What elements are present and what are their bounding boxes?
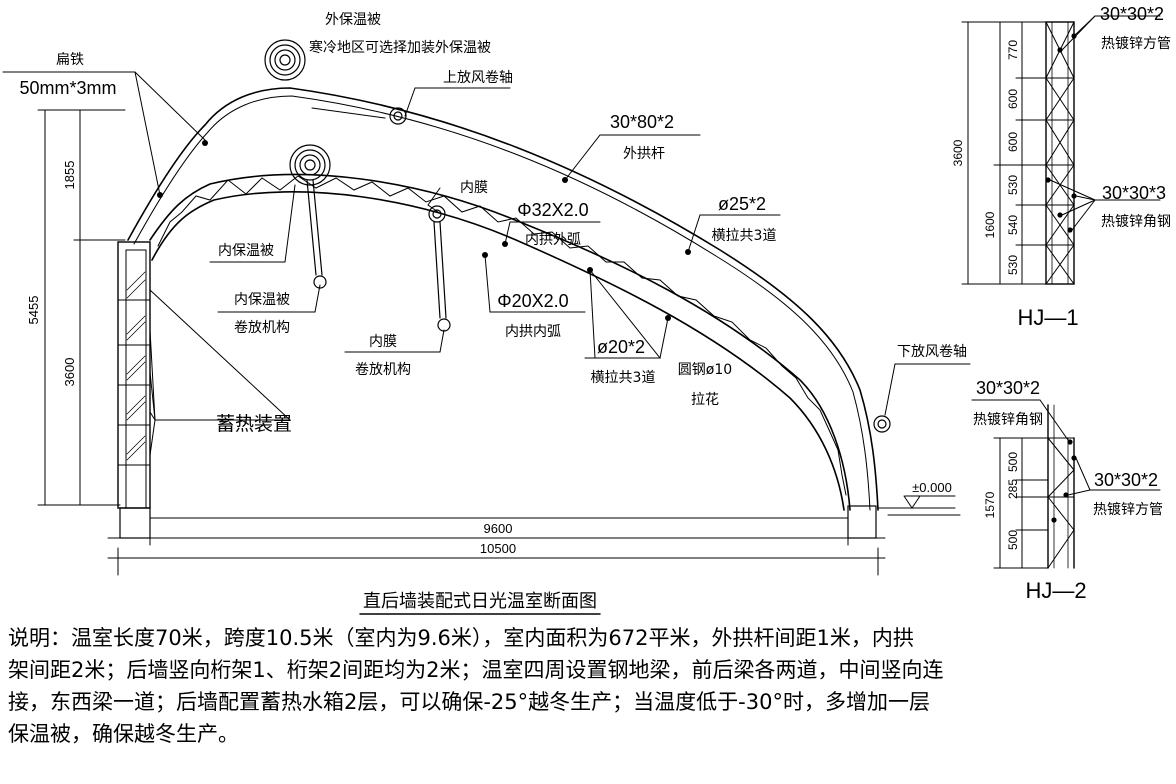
hj2-top-size: 30*30*2: [976, 378, 1040, 398]
inner-truss-lattice: [157, 175, 847, 496]
hj1-dim-sub: 1600: [983, 211, 997, 238]
dim-upper-height: 1855: [62, 161, 77, 190]
heat-storage-hatch: [126, 271, 146, 461]
back-footing: [119, 507, 151, 539]
label-flat-iron: 扁铁: [56, 52, 84, 68]
outer-arch: [127, 87, 879, 511]
drawing-title: 直后墙装配式日光温室断面图: [363, 591, 597, 612]
label-lower-vent-roller: 下放风卷轴: [897, 344, 967, 360]
hj2-name: HJ—2: [1025, 578, 1086, 603]
front-footing: [847, 505, 877, 539]
hj1-name: HJ—1: [1017, 305, 1078, 330]
hj2-truss: [971, 399, 1161, 569]
inner-quilt-roller-icon: [289, 144, 331, 186]
label-outer-arch-size: 30*80*2: [610, 112, 674, 132]
hj1-dim-d: 530: [1006, 175, 1020, 195]
hj1-top-material: 热镀锌方管: [1101, 35, 1171, 52]
label-heat-storage: 蓄热装置: [216, 413, 292, 435]
label-outer-arch: 外拱杆: [623, 146, 665, 162]
label-elevation: ±0.000: [912, 480, 952, 495]
dim-total-height: 5455: [26, 296, 41, 325]
upper-vent-roller-icon: [389, 107, 407, 125]
hj1-dim-c: 600: [1006, 132, 1020, 152]
label-tie-rod-b-size: ø20*2: [597, 337, 645, 357]
label-outer-quilt: 外保温被: [325, 12, 381, 28]
hj1-dim-a: 770: [1006, 40, 1020, 60]
hj2-dim-total: 1570: [983, 491, 997, 518]
hj1-mid-material: 热镀锌角钢: [1101, 213, 1171, 230]
leader-lines: [2, 71, 971, 509]
label-inner-arch-inner-size: Φ20X2.0: [497, 291, 568, 311]
hj1-dim-b: 600: [1006, 89, 1020, 109]
inner-film-roller-icon: [428, 205, 446, 223]
dim-wall-height: 3600: [62, 358, 77, 387]
label-inner-quilt: 内保温被: [218, 243, 274, 259]
description-notes: 说明：温室长度70米，跨度10.5米（室内为9.6米），室内面积为672平米，外…: [8, 622, 1168, 750]
label-inner-arch-inner: 内拱内弧: [505, 324, 561, 340]
notes-line-4: 保温被，确保越冬生产。: [8, 722, 239, 746]
hj1-dim-e: 540: [1006, 215, 1020, 235]
label-flat-iron-size: 50mm*3mm: [19, 78, 116, 98]
back-wall-frame: [117, 241, 151, 509]
hj2-right-size: 30*30*2: [1094, 470, 1158, 490]
label-tie-rod-b: 横拉共3道: [591, 370, 656, 386]
label-tie-rod-a: 横拉共3道: [712, 228, 777, 244]
dimension-lines: [37, 109, 886, 615]
notes-line-2: 架间距2米；后墙竖向桁架1、桁架2间距均为2米；温室四周设置钢地梁，前后梁各两道…: [8, 658, 944, 682]
hj2-top-material: 热镀锌角钢: [973, 411, 1043, 428]
outer-arch-inner-line: [133, 95, 871, 511]
label-inner-film: 内膜: [460, 180, 488, 196]
label-inner-arch-outer: 内拱外弧: [525, 232, 581, 248]
notes-line-1: 说明：温室长度70米，跨度10.5米（室内为9.6米），室内面积为672平米，外…: [8, 626, 914, 650]
hj1-dim-total: 3600: [951, 139, 965, 166]
label-outer-quilt-note: 寒冷地区可选择加装外保温被: [309, 39, 491, 56]
label-inner-film-roller-2: 卷放机构: [355, 362, 411, 378]
hj1-mid-size: 30*30*3: [1102, 183, 1166, 203]
inner-arch-inner-curve: [151, 191, 845, 511]
hj1-top-size: 30*30*2: [1100, 4, 1164, 24]
label-tie-rod-a-size: ø25*2: [718, 194, 766, 214]
dim-total-span: 10500: [480, 541, 516, 556]
hj2-dim-a: 500: [1006, 452, 1020, 472]
hj1-truss: [961, 15, 1161, 285]
lower-vent-roller-icon: [873, 415, 891, 433]
hj2-right-material: 热镀锌方管: [1093, 501, 1163, 518]
notes-line-3: 接，东西梁一道；后墙配置蓄热水箱2层，可以确保-25°越冬生产；当温度低于-30…: [8, 690, 930, 714]
label-inner-film-roller-1: 内膜: [369, 334, 397, 350]
label-inner-quilt-roller-2: 卷放机构: [234, 320, 290, 336]
inner-arch-outer-curve: [149, 173, 851, 511]
hj2-dim-b: 285: [1006, 479, 1020, 499]
label-round-steel: 圆钢ø10: [678, 362, 732, 378]
outer-quilt-roller-icon: [264, 39, 306, 81]
hj2-dim-c: 500: [1006, 530, 1020, 550]
label-upper-vent-roller: 上放风卷轴: [443, 70, 513, 86]
label-lattice: 拉花: [691, 392, 719, 408]
label-inner-arch-outer-size: Φ32X2.0: [517, 200, 588, 220]
dim-inner-span: 9600: [484, 521, 513, 536]
label-inner-quilt-roller-1: 内保温被: [234, 292, 290, 308]
hj1-dim-f: 530: [1006, 255, 1020, 275]
